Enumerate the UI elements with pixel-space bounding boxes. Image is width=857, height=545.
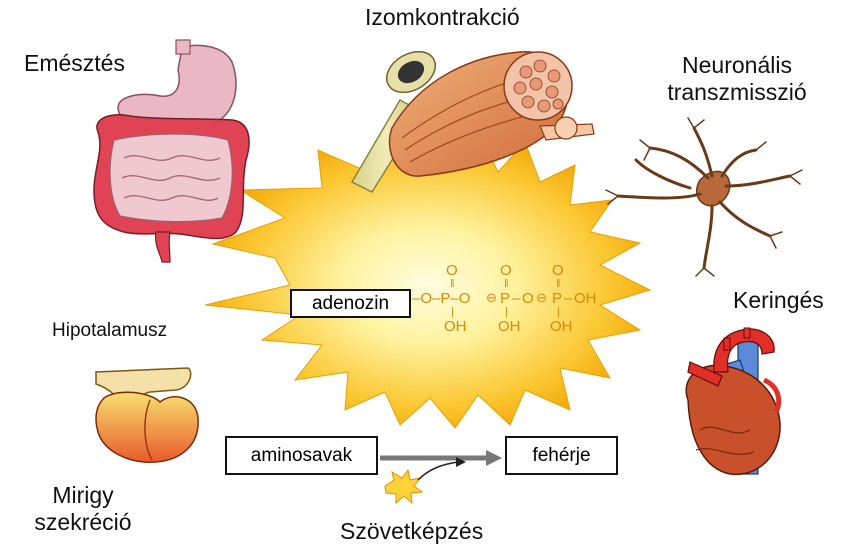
label-neuronal-transmission: Neuronális transzmisszió <box>652 52 822 106</box>
phosphate-1-oh: OH <box>444 318 467 335</box>
label-gland-line1: Mirigy <box>52 482 114 508</box>
phosphate-chain: –O–P–O O OH ⊖ P O OH – O ⊖ P O OH – OH ‖… <box>412 262 597 335</box>
phosphate-linker: –O–P–O <box>412 290 471 307</box>
label-digestion: Emésztés <box>24 50 125 76</box>
negative-charge-2: ⊖ <box>536 290 547 305</box>
phosphate-3-oxygen: O <box>552 262 564 279</box>
negative-charge-1: ⊖ <box>486 290 497 305</box>
phosphate-2-p: P <box>500 290 511 307</box>
neuron-illustration <box>605 117 803 277</box>
gland-body-shape <box>95 391 199 463</box>
muscle-illustration <box>350 50 595 193</box>
label-gland-line2: szekréció <box>34 509 132 535</box>
adenosine-box: adenozin <box>290 289 411 318</box>
rectum-shape <box>155 231 171 263</box>
protein-box: fehérje <box>505 436 618 475</box>
phosphate-2-oxygen: O <box>500 262 512 279</box>
label-neuronal-line1: Neuronális <box>682 52 792 78</box>
stomach-shape <box>117 44 237 129</box>
label-circulation: Keringés <box>733 287 824 313</box>
label-hypothalamus: Hipotalamusz <box>52 320 168 341</box>
heart-body-shape <box>685 364 781 476</box>
heart-illustration <box>685 327 782 476</box>
bridge-oxygen-2: O <box>522 290 534 307</box>
phosphate-1-oxygen: O <box>446 262 458 279</box>
label-neuronal-line2: transzmisszió <box>667 79 807 105</box>
label-gland-secretion: Mirigy szekréció <box>16 482 150 536</box>
small-burst-icon <box>384 457 466 505</box>
phosphate-3-oh: OH <box>550 318 573 335</box>
gland-illustration <box>95 367 199 463</box>
amino-acids-box: aminosavak <box>225 436 378 475</box>
terminal-oh: OH <box>574 290 597 307</box>
phosphate-3-p: P <box>552 290 563 307</box>
synthesis-arrow <box>380 450 502 466</box>
digestion-illustration <box>93 39 250 263</box>
label-tissue-formation: Szövetképzés <box>340 518 484 544</box>
phosphate-2-oh: OH <box>498 318 521 335</box>
label-muscle-contraction: Izomkontrakció <box>365 4 520 30</box>
